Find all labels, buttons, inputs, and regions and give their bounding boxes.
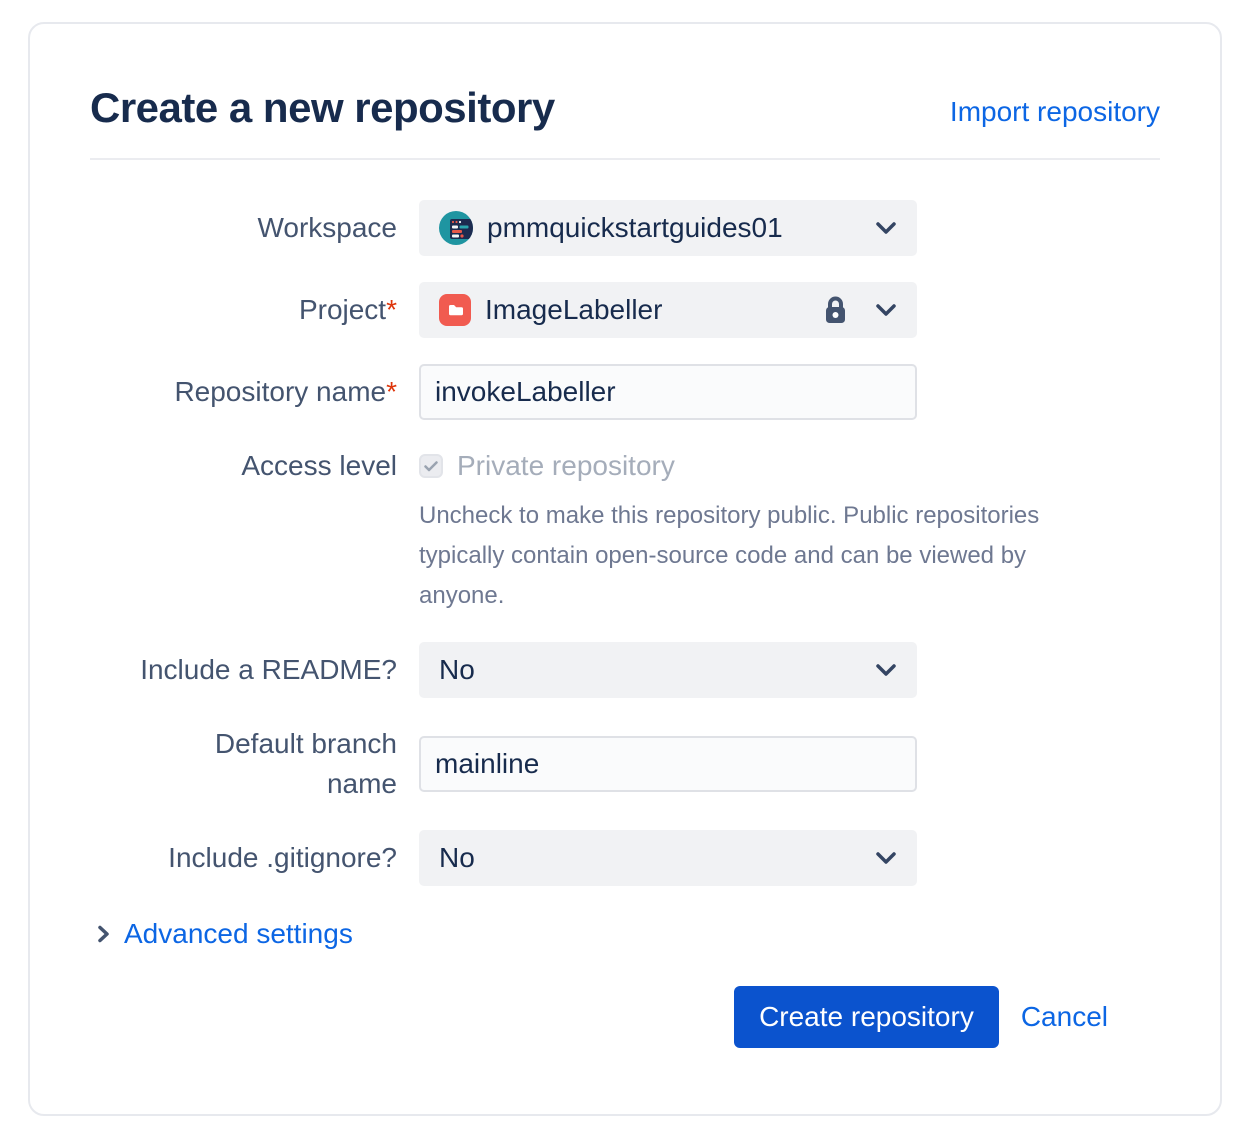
header-divider (90, 158, 1160, 160)
create-repository-form: Workspace (90, 200, 1160, 1048)
workspace-row: Workspace (90, 200, 1160, 256)
project-label: Project* (90, 290, 397, 330)
access-level-control: Private repository Uncheck to make this … (419, 446, 1109, 616)
include-gitignore-label-text: Include .gitignore? (168, 842, 397, 873)
advanced-settings-toggle[interactable]: Advanced settings (97, 918, 1160, 950)
access-level-row: Access level Private repository Uncheck … (90, 446, 1160, 616)
workspace-label-text: Workspace (257, 212, 397, 243)
lock-icon (822, 294, 849, 326)
private-repository-option: Private repository (419, 446, 1109, 486)
include-readme-row: Include a README? No (90, 642, 1160, 698)
include-gitignore-row: Include .gitignore? No (90, 830, 1160, 886)
default-branch-label-text: Default branch name (214, 728, 397, 799)
dialog-header: Create a new repository Import repositor… (90, 84, 1160, 132)
chevron-down-icon (875, 221, 897, 235)
advanced-settings-label: Advanced settings (124, 918, 353, 949)
private-repository-checkbox[interactable] (419, 454, 443, 478)
page-title: Create a new repository (90, 84, 555, 131)
cancel-button[interactable]: Cancel (1020, 1001, 1108, 1032)
repository-name-control (419, 364, 917, 420)
chevron-down-icon (875, 851, 897, 865)
required-asterisk: * (386, 376, 397, 407)
include-gitignore-label: Include .gitignore? (90, 838, 397, 878)
include-gitignore-select[interactable]: No (419, 830, 917, 886)
chevron-down-icon (875, 303, 897, 317)
default-branch-label: Default branch name (90, 724, 397, 804)
include-gitignore-value: No (439, 842, 475, 873)
workspace-label: Workspace (90, 208, 397, 248)
include-readme-value: No (439, 654, 475, 685)
folder-icon (439, 294, 471, 326)
project-label-text: Project (298, 294, 387, 325)
project-select[interactable]: ImageLabeller (419, 282, 917, 338)
import-repository-link[interactable]: Import repository (949, 96, 1160, 127)
access-level-label: Access level (90, 446, 397, 486)
repository-name-row: Repository name* (90, 364, 1160, 420)
access-level-help-text: Uncheck to make this repository public. … (419, 502, 1040, 609)
workspace-avatar (439, 211, 473, 245)
project-value: ImageLabeller (485, 294, 663, 325)
include-readme-label: Include a README? (90, 650, 397, 690)
include-readme-select[interactable]: No (419, 642, 917, 698)
access-level-label-text: Access level (241, 450, 397, 481)
chevron-down-icon (875, 663, 897, 677)
private-repository-label: Private repository (457, 450, 675, 481)
default-branch-control (419, 736, 917, 792)
default-branch-input[interactable] (419, 736, 917, 792)
workspace-value: pmmquickstartguides01 (487, 212, 783, 243)
include-readme-label-text: Include a README? (140, 654, 397, 685)
chevron-right-icon (97, 924, 110, 944)
project-row: Project* ImageLabeller (90, 282, 1160, 338)
repository-name-label: Repository name* (90, 372, 397, 412)
check-icon (424, 460, 438, 471)
dialog-actions: Create repository Cancel (90, 986, 1108, 1048)
repository-name-input[interactable] (419, 364, 917, 420)
repository-name-label-text: Repository name (174, 376, 387, 407)
workspace-select[interactable]: pmmquickstartguides01 (419, 200, 917, 256)
create-repository-dialog: Create a new repository Import repositor… (28, 22, 1222, 1116)
default-branch-row: Default branch name (90, 724, 1160, 804)
create-repository-button[interactable]: Create repository (734, 986, 999, 1048)
required-asterisk: * (386, 294, 397, 325)
